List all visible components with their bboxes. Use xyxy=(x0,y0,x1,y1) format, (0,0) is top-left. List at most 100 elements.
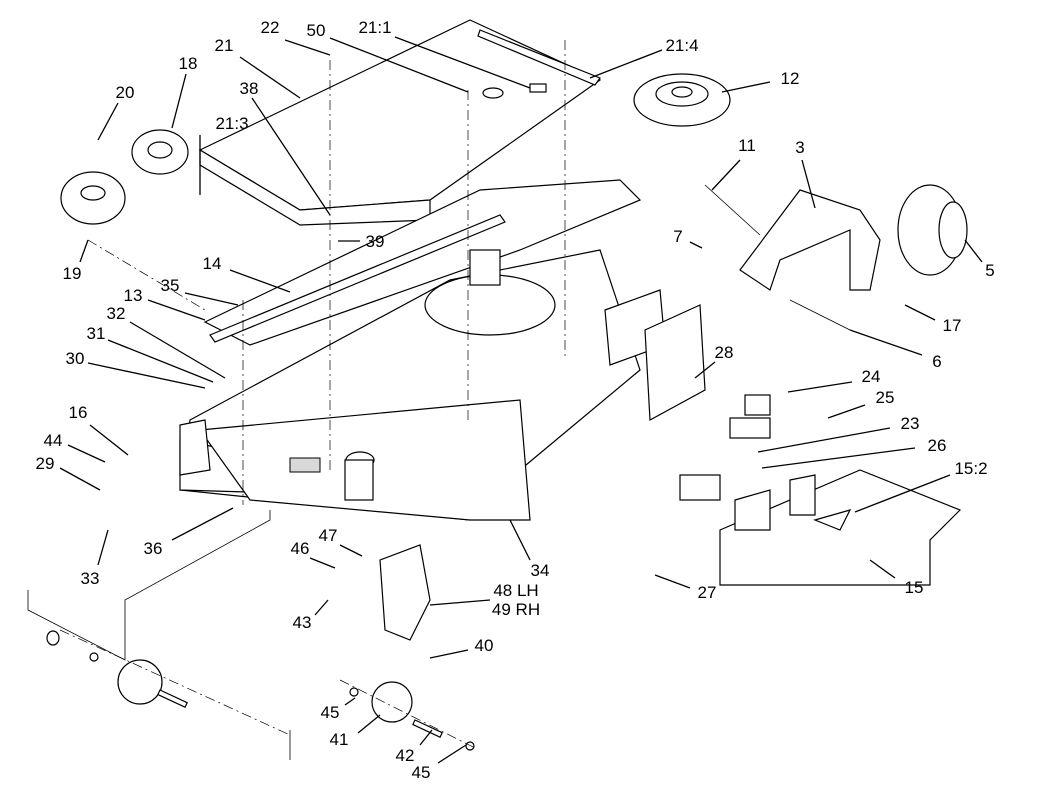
callout-label: 25 xyxy=(876,388,895,407)
mower-deck xyxy=(179,249,641,521)
callout-label: 16 xyxy=(69,403,88,422)
callout-label: 13 xyxy=(124,286,143,305)
pulley-12 xyxy=(633,73,731,127)
roller-bracket xyxy=(46,544,475,751)
callout-label: 21:1 xyxy=(358,18,391,37)
leader-line-c27 xyxy=(654,574,691,589)
leader-line-c45b xyxy=(437,744,467,764)
callout-label: 41 xyxy=(330,730,349,749)
callout-label: 26 xyxy=(928,436,947,455)
callout-label: 44 xyxy=(44,431,63,450)
leader-line-c50 xyxy=(329,37,469,93)
callout-label: 3 xyxy=(795,138,804,157)
leader-line-c6 xyxy=(849,329,923,356)
callout-label: 32 xyxy=(107,304,126,323)
pulley-19 xyxy=(60,171,126,225)
callout-label: 28 xyxy=(715,343,734,362)
wheel-assembly xyxy=(704,184,968,331)
callout-label: 45 xyxy=(412,763,431,782)
leader-line-c21 xyxy=(239,56,301,99)
callout-label: 5 xyxy=(985,261,994,280)
callout-label: 23 xyxy=(901,414,920,433)
leader-line-c45a xyxy=(344,697,356,706)
callout-label: 43 xyxy=(293,613,312,632)
callout-label: 22 xyxy=(261,18,280,37)
leader-line-c5 xyxy=(964,239,983,263)
leader-line-c30 xyxy=(87,362,206,389)
leader-line-c22 xyxy=(284,39,331,56)
leader-line-c31 xyxy=(107,339,214,383)
leader-line-c11 xyxy=(711,159,741,191)
callout-label: 19 xyxy=(63,264,82,283)
callout-label: 15 xyxy=(905,578,924,597)
leader-line-c13 xyxy=(147,299,206,321)
leader-line-c21_1 xyxy=(394,36,531,89)
leader-line-c44 xyxy=(67,444,106,463)
callout-label: 29 xyxy=(36,454,55,473)
callout-label: 30 xyxy=(66,349,85,368)
leader-line-c38 xyxy=(251,97,331,216)
belt-cover xyxy=(198,19,602,226)
leader-line-c47 xyxy=(339,544,363,557)
leader-line-c28 xyxy=(694,361,716,379)
leader-lines xyxy=(59,36,983,764)
mounting-plate xyxy=(203,179,642,346)
callout-label: 36 xyxy=(144,539,163,558)
callout-label: 17 xyxy=(943,316,962,335)
leader-line-c42 xyxy=(419,729,433,746)
callout-label: 20 xyxy=(116,83,135,102)
leader-line-c35 xyxy=(184,292,239,306)
leader-line-c15_2 xyxy=(854,474,951,513)
side-plates xyxy=(469,249,706,421)
callout-label: 12 xyxy=(781,69,800,88)
leader-line-c16 xyxy=(89,424,129,456)
callout-label: 31 xyxy=(87,324,106,343)
callout-label: 40 xyxy=(475,636,494,655)
callout-label: 34 xyxy=(531,561,550,580)
leader-line-c33 xyxy=(97,529,109,566)
leader-line-c7 xyxy=(689,241,703,249)
callout-label: 50 xyxy=(307,21,326,40)
callout-label: 49 RH xyxy=(492,600,540,619)
callout-label: 15:2 xyxy=(954,459,987,478)
leader-line-c14 xyxy=(229,269,291,293)
callout-label: 47 xyxy=(319,526,338,545)
leader-line-c48 xyxy=(429,599,491,606)
callout-label: 39 xyxy=(366,232,385,251)
leader-line-c25 xyxy=(827,404,866,419)
callout-label: 11 xyxy=(738,136,756,155)
leader-line-c40 xyxy=(429,649,469,659)
assembly-centerlines xyxy=(27,40,566,760)
callout-label: 27 xyxy=(698,583,717,602)
callout-label: 45 xyxy=(321,703,340,722)
leader-line-c17 xyxy=(904,304,936,321)
pulley-18 xyxy=(131,129,189,175)
leader-line-c43 xyxy=(314,599,329,616)
callout-label: 33 xyxy=(81,569,100,588)
callout-label: 38 xyxy=(240,79,259,98)
leader-line-c36 xyxy=(171,507,234,541)
leader-line-c29 xyxy=(59,467,101,491)
leader-line-c20 xyxy=(97,102,119,141)
leader-line-c15 xyxy=(869,559,896,579)
leader-line-c26 xyxy=(761,447,916,469)
leader-line-c32 xyxy=(129,321,226,379)
leader-line-c3 xyxy=(801,159,816,209)
callout-label: 6 xyxy=(932,352,941,371)
callout-label: 21:3 xyxy=(215,114,248,133)
callout-label: 35 xyxy=(161,276,180,295)
leader-line-c19 xyxy=(79,239,89,263)
leader-line-c41 xyxy=(357,714,381,734)
discharge-chute xyxy=(719,469,962,586)
callout-label: 18 xyxy=(179,54,198,73)
callout-label: 48 LH xyxy=(493,581,538,600)
spring-bracket xyxy=(679,394,771,501)
callout-label: 21 xyxy=(215,36,234,55)
callout-label: 7 xyxy=(673,227,682,246)
leader-line-c21_4 xyxy=(589,49,663,79)
leader-line-c18 xyxy=(171,73,187,129)
callout-label: 21:4 xyxy=(665,36,698,55)
